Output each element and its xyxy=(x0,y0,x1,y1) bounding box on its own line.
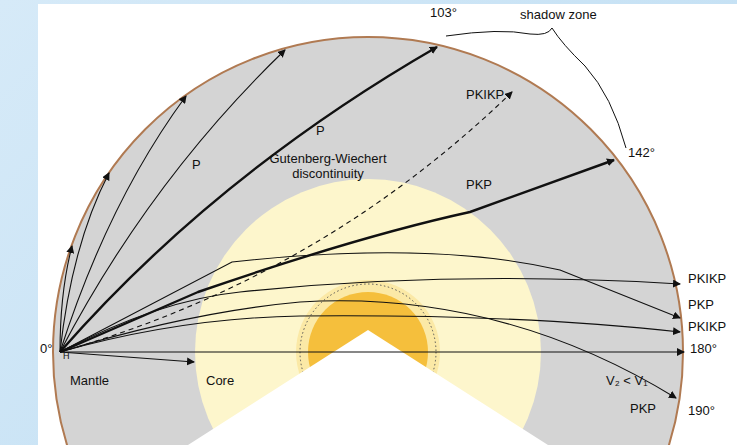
wave-label: P xyxy=(192,158,201,173)
wave-label: PKP xyxy=(466,178,492,193)
wave-label: PKP xyxy=(630,402,656,417)
source-label: H xyxy=(63,351,70,361)
mantle xyxy=(53,37,683,445)
angle-label: 142° xyxy=(628,146,655,161)
angle-label: 103° xyxy=(430,6,457,21)
boundary-label: Gutenberg-Wiechert discontinuity xyxy=(258,152,398,182)
wave-label: P xyxy=(316,124,325,139)
region-label: Core xyxy=(206,374,234,389)
region-label: Mantle xyxy=(70,374,109,389)
zone-label: shadow zone xyxy=(520,8,597,23)
cutaway-wedge xyxy=(188,330,548,445)
velocity-label: V₂ < V₁ xyxy=(606,374,648,389)
wave-label: PKIKP xyxy=(688,272,726,287)
shadow-zone-bracket xyxy=(446,28,626,148)
wave-label: PKP xyxy=(688,298,714,313)
wave-label: PKIKP xyxy=(466,88,504,103)
wave-label: PKIKP xyxy=(688,320,726,335)
ray-paths xyxy=(60,47,684,398)
angle-label: 0° xyxy=(40,342,52,357)
angle-label: 180° xyxy=(690,342,717,357)
angle-label: 190° xyxy=(688,404,715,419)
